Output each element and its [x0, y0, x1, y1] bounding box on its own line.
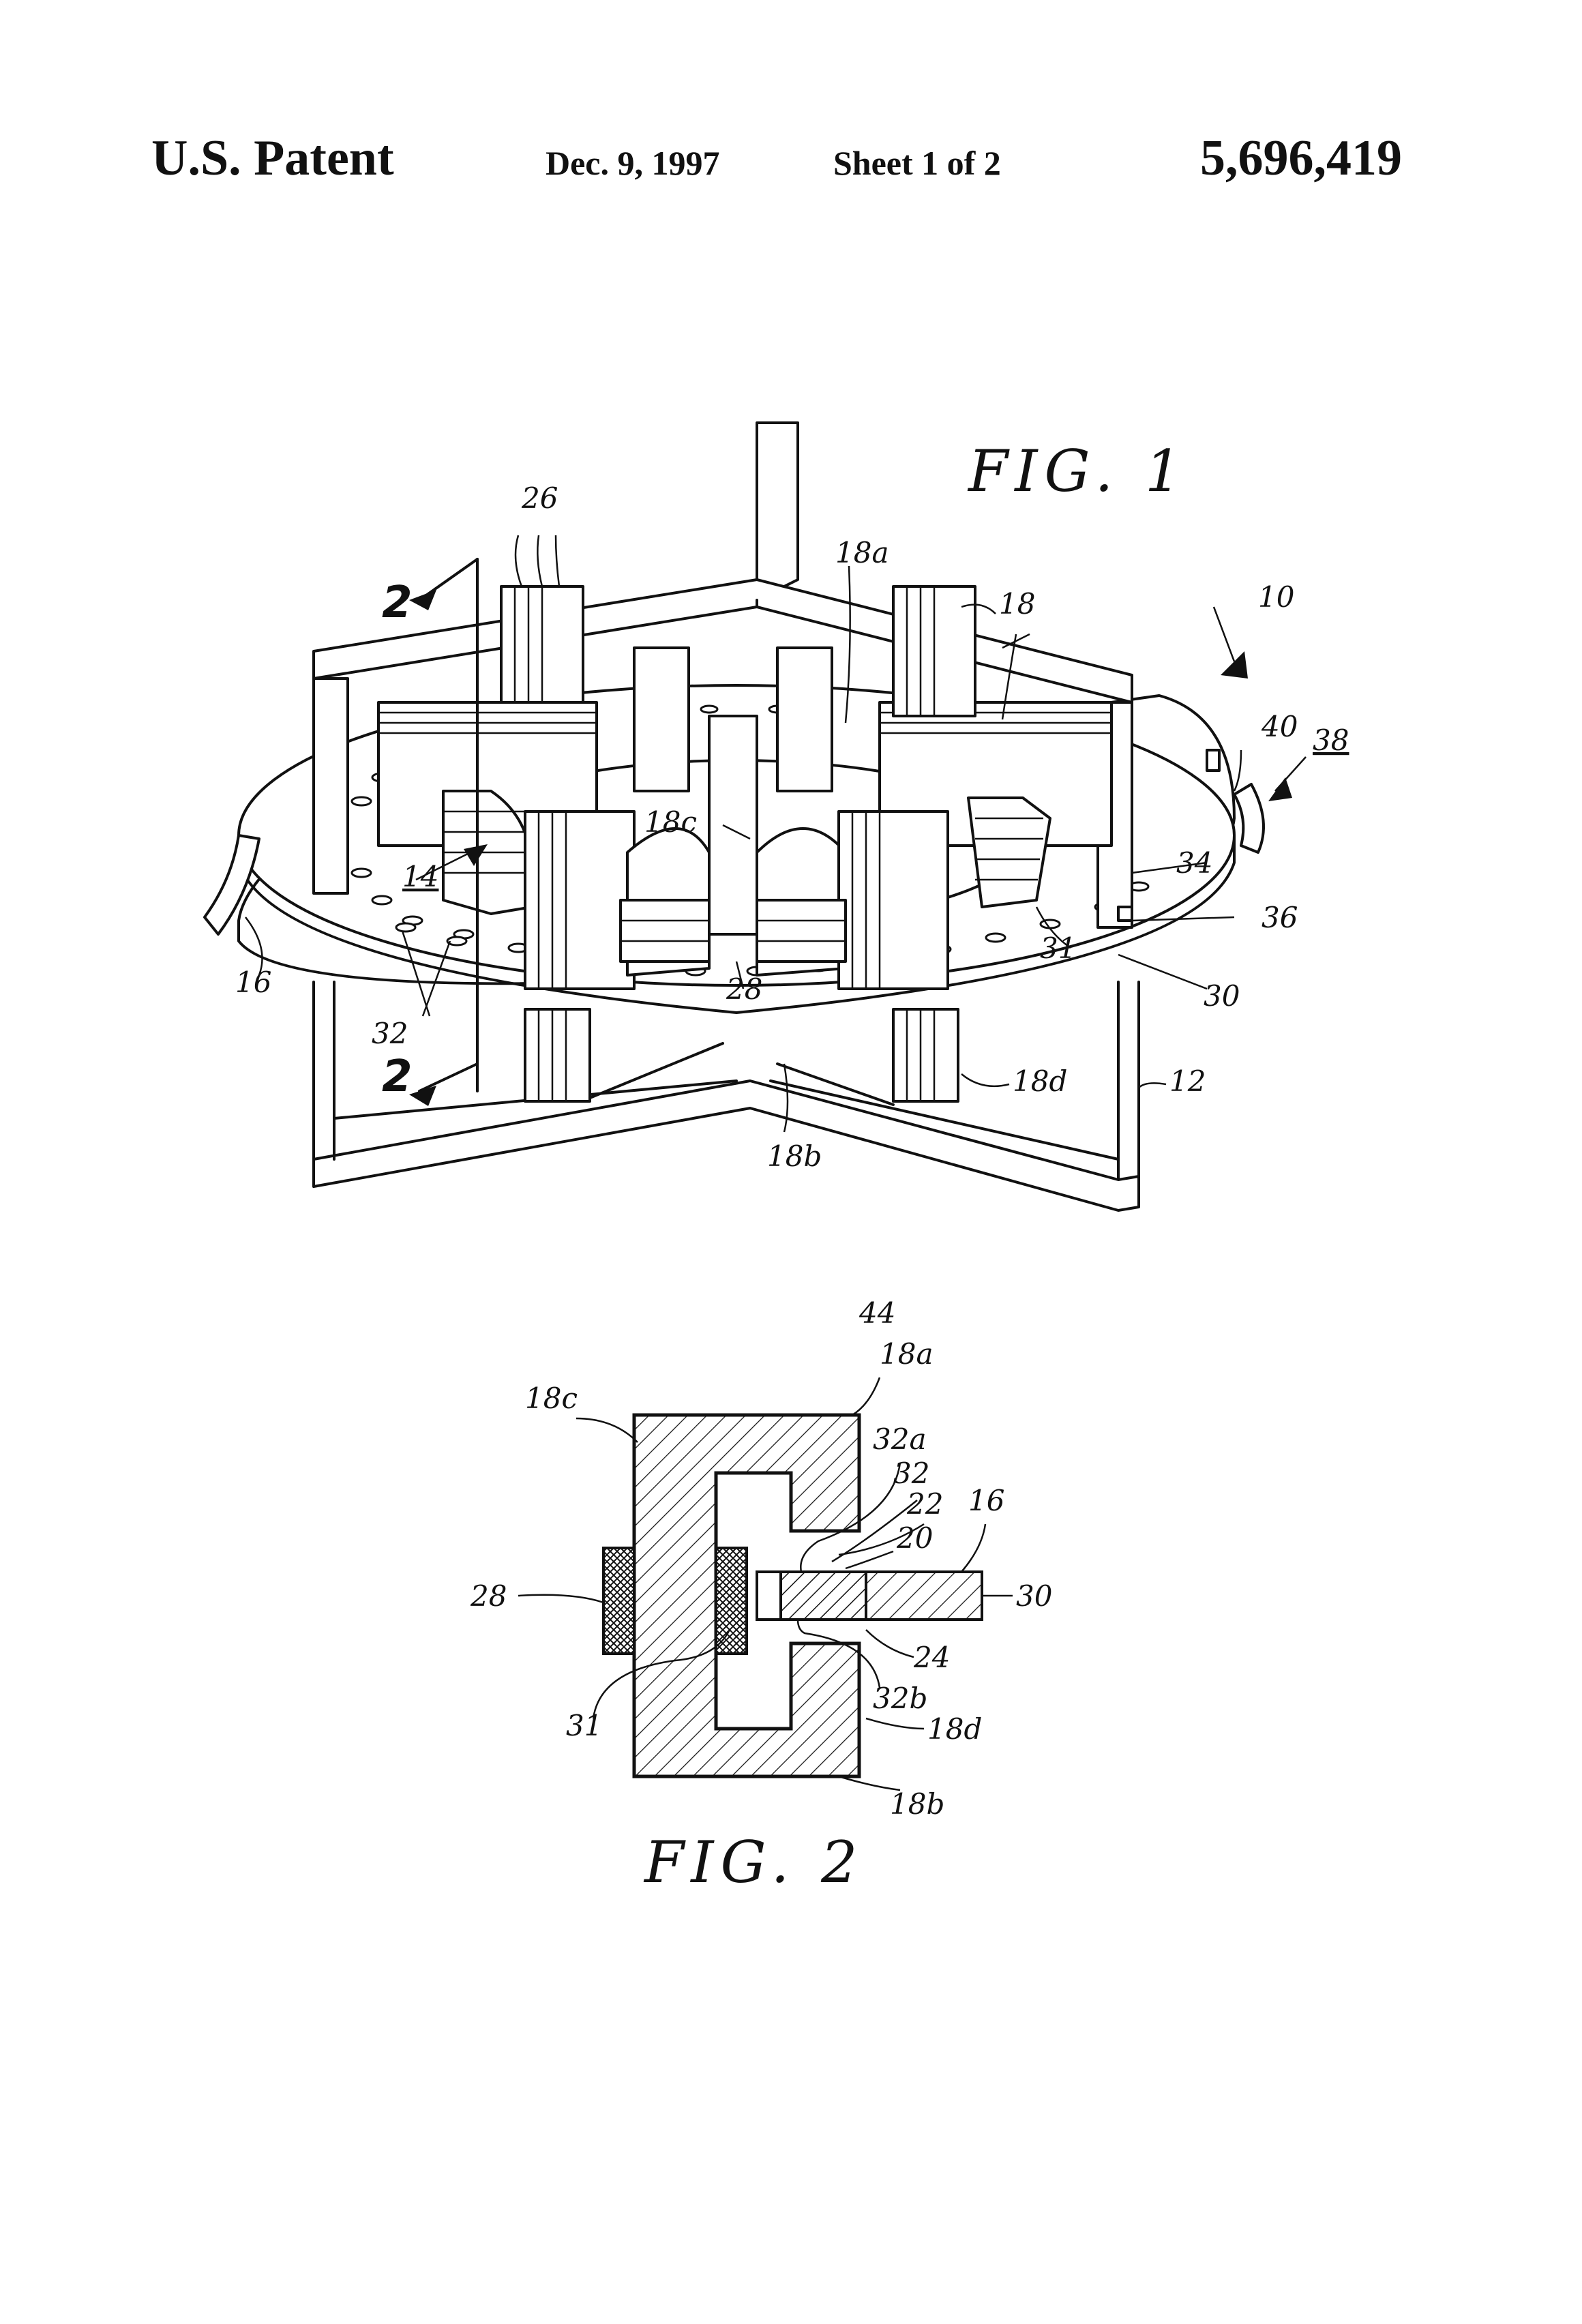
label-26: 26 — [521, 481, 558, 515]
fig2-label-20: 20 — [896, 1521, 933, 1555]
label-18c: 18c — [644, 805, 697, 839]
fig2-label-32b: 32b — [873, 1682, 927, 1715]
fig2-label-18b: 18b — [890, 1787, 944, 1821]
fig2-label-31: 31 — [566, 1709, 602, 1742]
fig2-label-28: 28 — [470, 1579, 507, 1613]
label-36: 36 — [1262, 901, 1298, 934]
fig2-label-18a: 18a — [880, 1337, 933, 1371]
figure-1: FIG. 1 2 2 26 18a 18 10 40 38 18c 14 34 … — [205, 423, 1349, 1210]
label-12: 12 — [1169, 1064, 1206, 1098]
coil-28 — [603, 1548, 634, 1654]
fig2-label-32a: 32a — [873, 1422, 926, 1456]
label-32: 32 — [372, 1017, 408, 1050]
magnet-32 — [781, 1572, 866, 1620]
fig2-label-44: 44 — [859, 1296, 895, 1330]
label-30: 30 — [1204, 979, 1240, 1013]
section-mark-top: 2 — [382, 578, 413, 628]
fig1-title: FIG. 1 — [967, 438, 1188, 505]
section-mark-bottom: 2 — [382, 1052, 413, 1102]
fig2-label-18d: 18d — [927, 1712, 982, 1746]
fig2-label-30: 30 — [1016, 1579, 1052, 1613]
label-16: 16 — [235, 966, 271, 999]
label-18a: 18a — [835, 536, 889, 569]
label-18: 18 — [999, 587, 1035, 621]
label-40: 40 — [1261, 710, 1298, 743]
fig2-label-18c: 18c — [525, 1382, 578, 1415]
label-31: 31 — [1040, 932, 1076, 965]
fig2-label-32: 32 — [893, 1457, 929, 1490]
label-18d: 18d — [1013, 1064, 1067, 1098]
fig2-label-16: 16 — [968, 1484, 1004, 1517]
disk-section-16 — [866, 1572, 982, 1620]
figure-2: 44 18a 18c 32a 32 22 16 20 28 30 24 32b … — [470, 1296, 1052, 1896]
label-28: 28 — [726, 972, 762, 1006]
gap-insert — [757, 1572, 781, 1620]
label-34: 34 — [1176, 846, 1212, 880]
fig2-label-22: 22 — [906, 1487, 943, 1521]
label-18b: 18b — [767, 1139, 822, 1173]
label-14: 14 — [402, 860, 438, 893]
label-38: 38 — [1313, 724, 1349, 757]
fig2-title: FIG. 2 — [643, 1829, 864, 1896]
coil-31 — [716, 1548, 747, 1654]
label-10: 10 — [1258, 580, 1294, 614]
fig2-label-24: 24 — [913, 1641, 950, 1674]
